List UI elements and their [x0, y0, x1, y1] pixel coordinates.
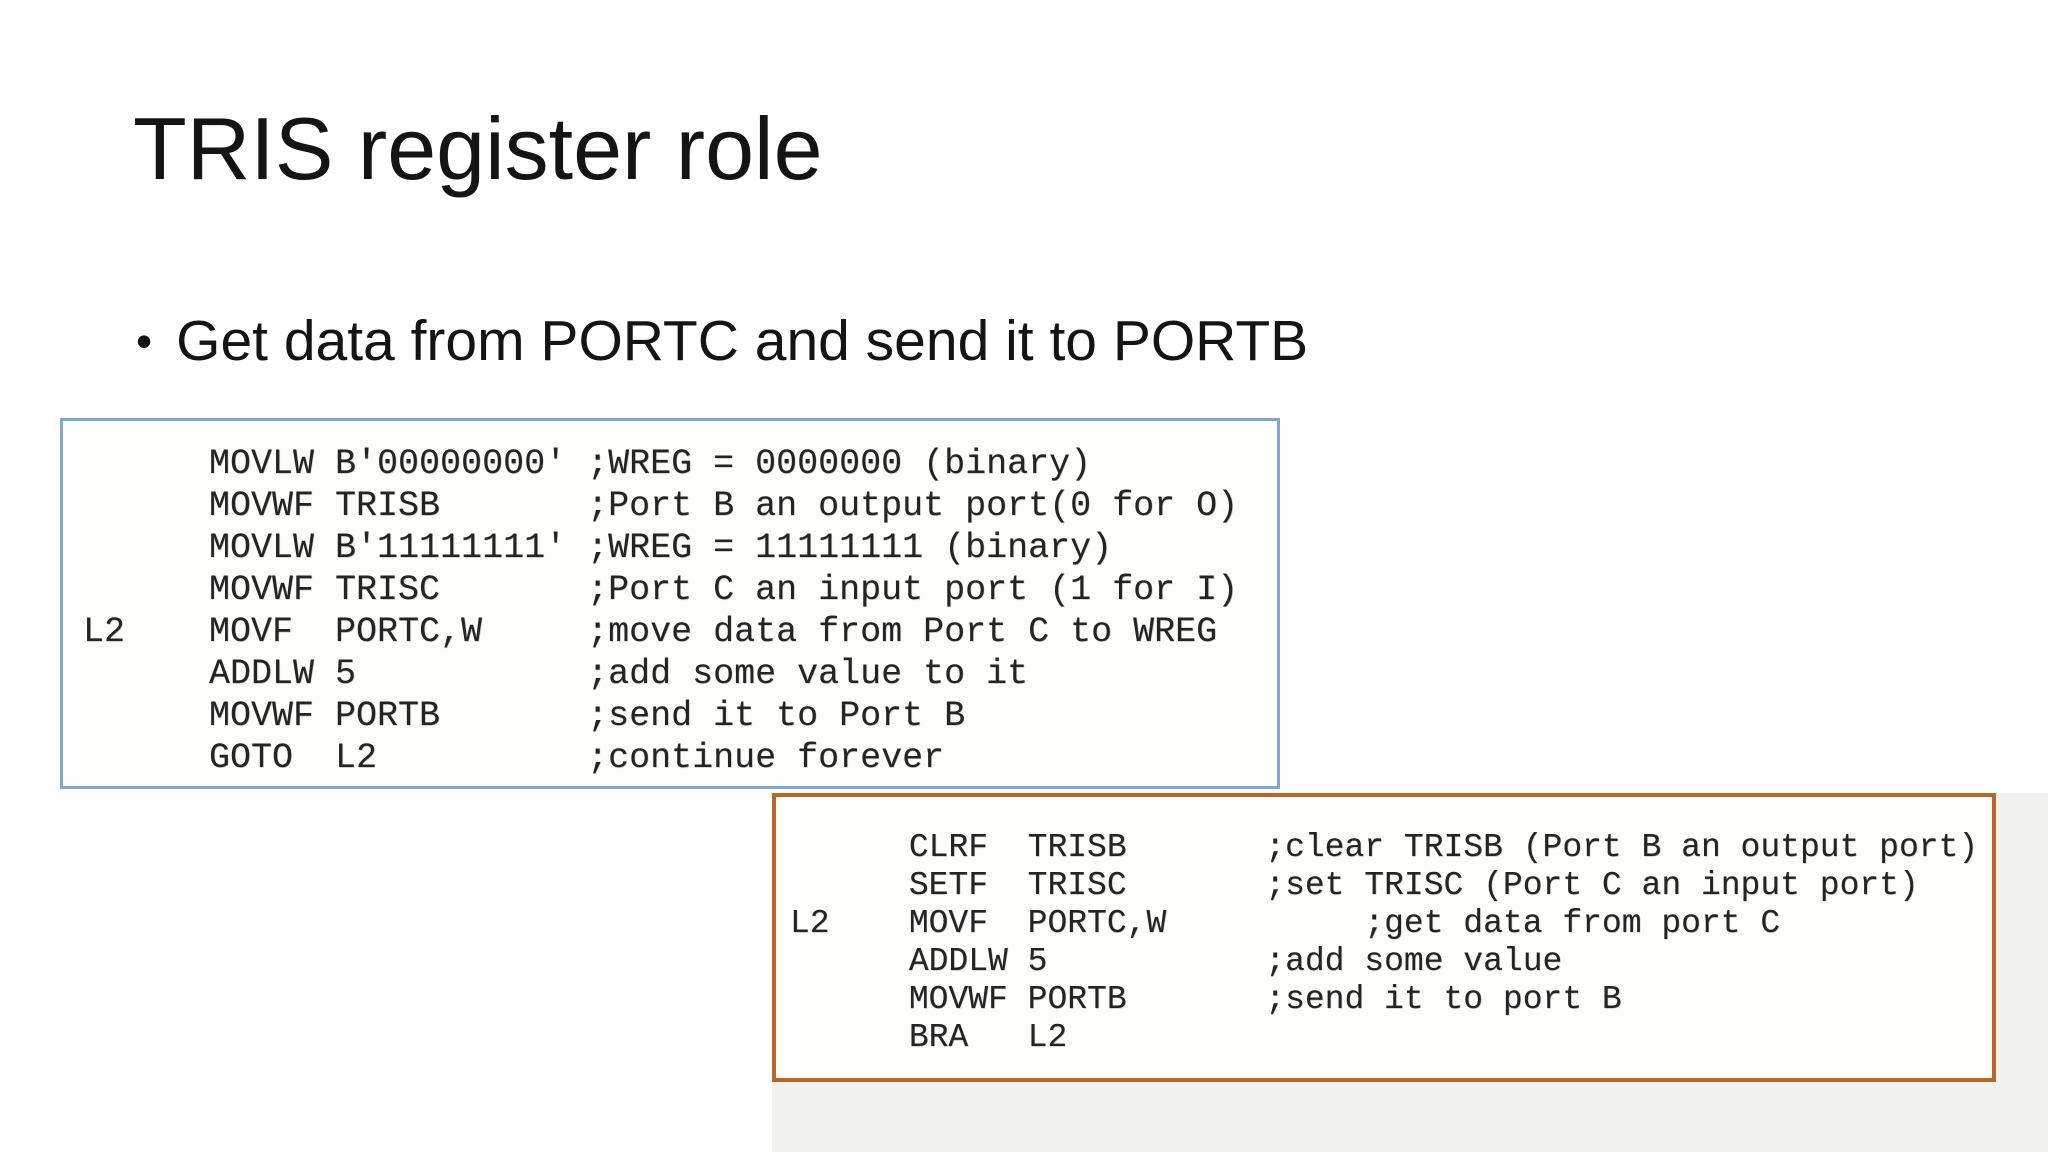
bullet-item: • Get data from PORTC and send it to POR… — [136, 308, 1308, 374]
slide-title: TRIS register role — [133, 99, 823, 198]
code-box-bra-version: CLRF TRISB ;clear TRISB (Port B an outpu… — [772, 793, 1996, 1082]
code-box-goto-version: MOVLW B'00000000' ;WREG = 0000000 (binar… — [60, 418, 1280, 789]
code-listing-goto-version: MOVLW B'00000000' ;WREG = 0000000 (binar… — [83, 444, 1239, 778]
bullet-text: Get data from PORTC and send it to PORTB — [176, 309, 1309, 373]
bullet-icon: • — [136, 315, 153, 367]
code-listing-bra-version: CLRF TRISB ;clear TRISB (Port B an outpu… — [790, 829, 1979, 1056]
